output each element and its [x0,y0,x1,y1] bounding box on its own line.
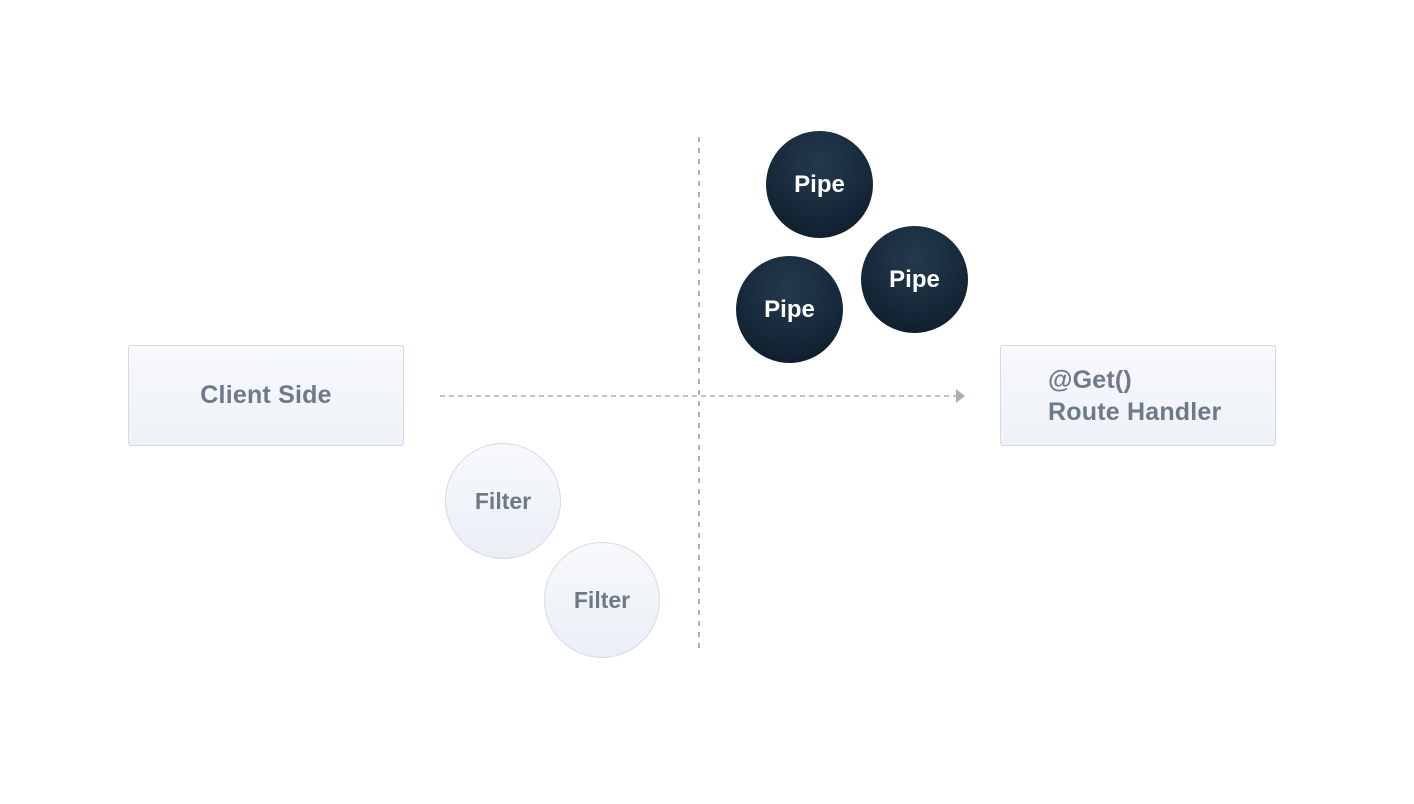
pipe-node: Pipe [766,131,873,238]
pipe-label: Pipe [889,265,940,293]
filter-label: Filter [573,586,631,613]
route-handler-label: Route Handler [1048,397,1222,426]
client-side-label: Client Side [200,381,332,409]
route-handler-box: @Get() Route Handler [1000,345,1276,446]
pipe-node: Pipe [861,226,968,333]
request-arrow-head [956,389,965,403]
pipe-node: Pipe [736,256,843,363]
filter-node: Filter [544,542,660,658]
client-side-box: Client Side [128,345,404,446]
route-handler-decorator: @Get() [1048,365,1132,394]
pipe-label: Pipe [764,295,815,323]
pipe-label: Pipe [794,170,845,198]
filter-node: Filter [445,443,561,559]
filter-label: Filter [474,487,532,514]
